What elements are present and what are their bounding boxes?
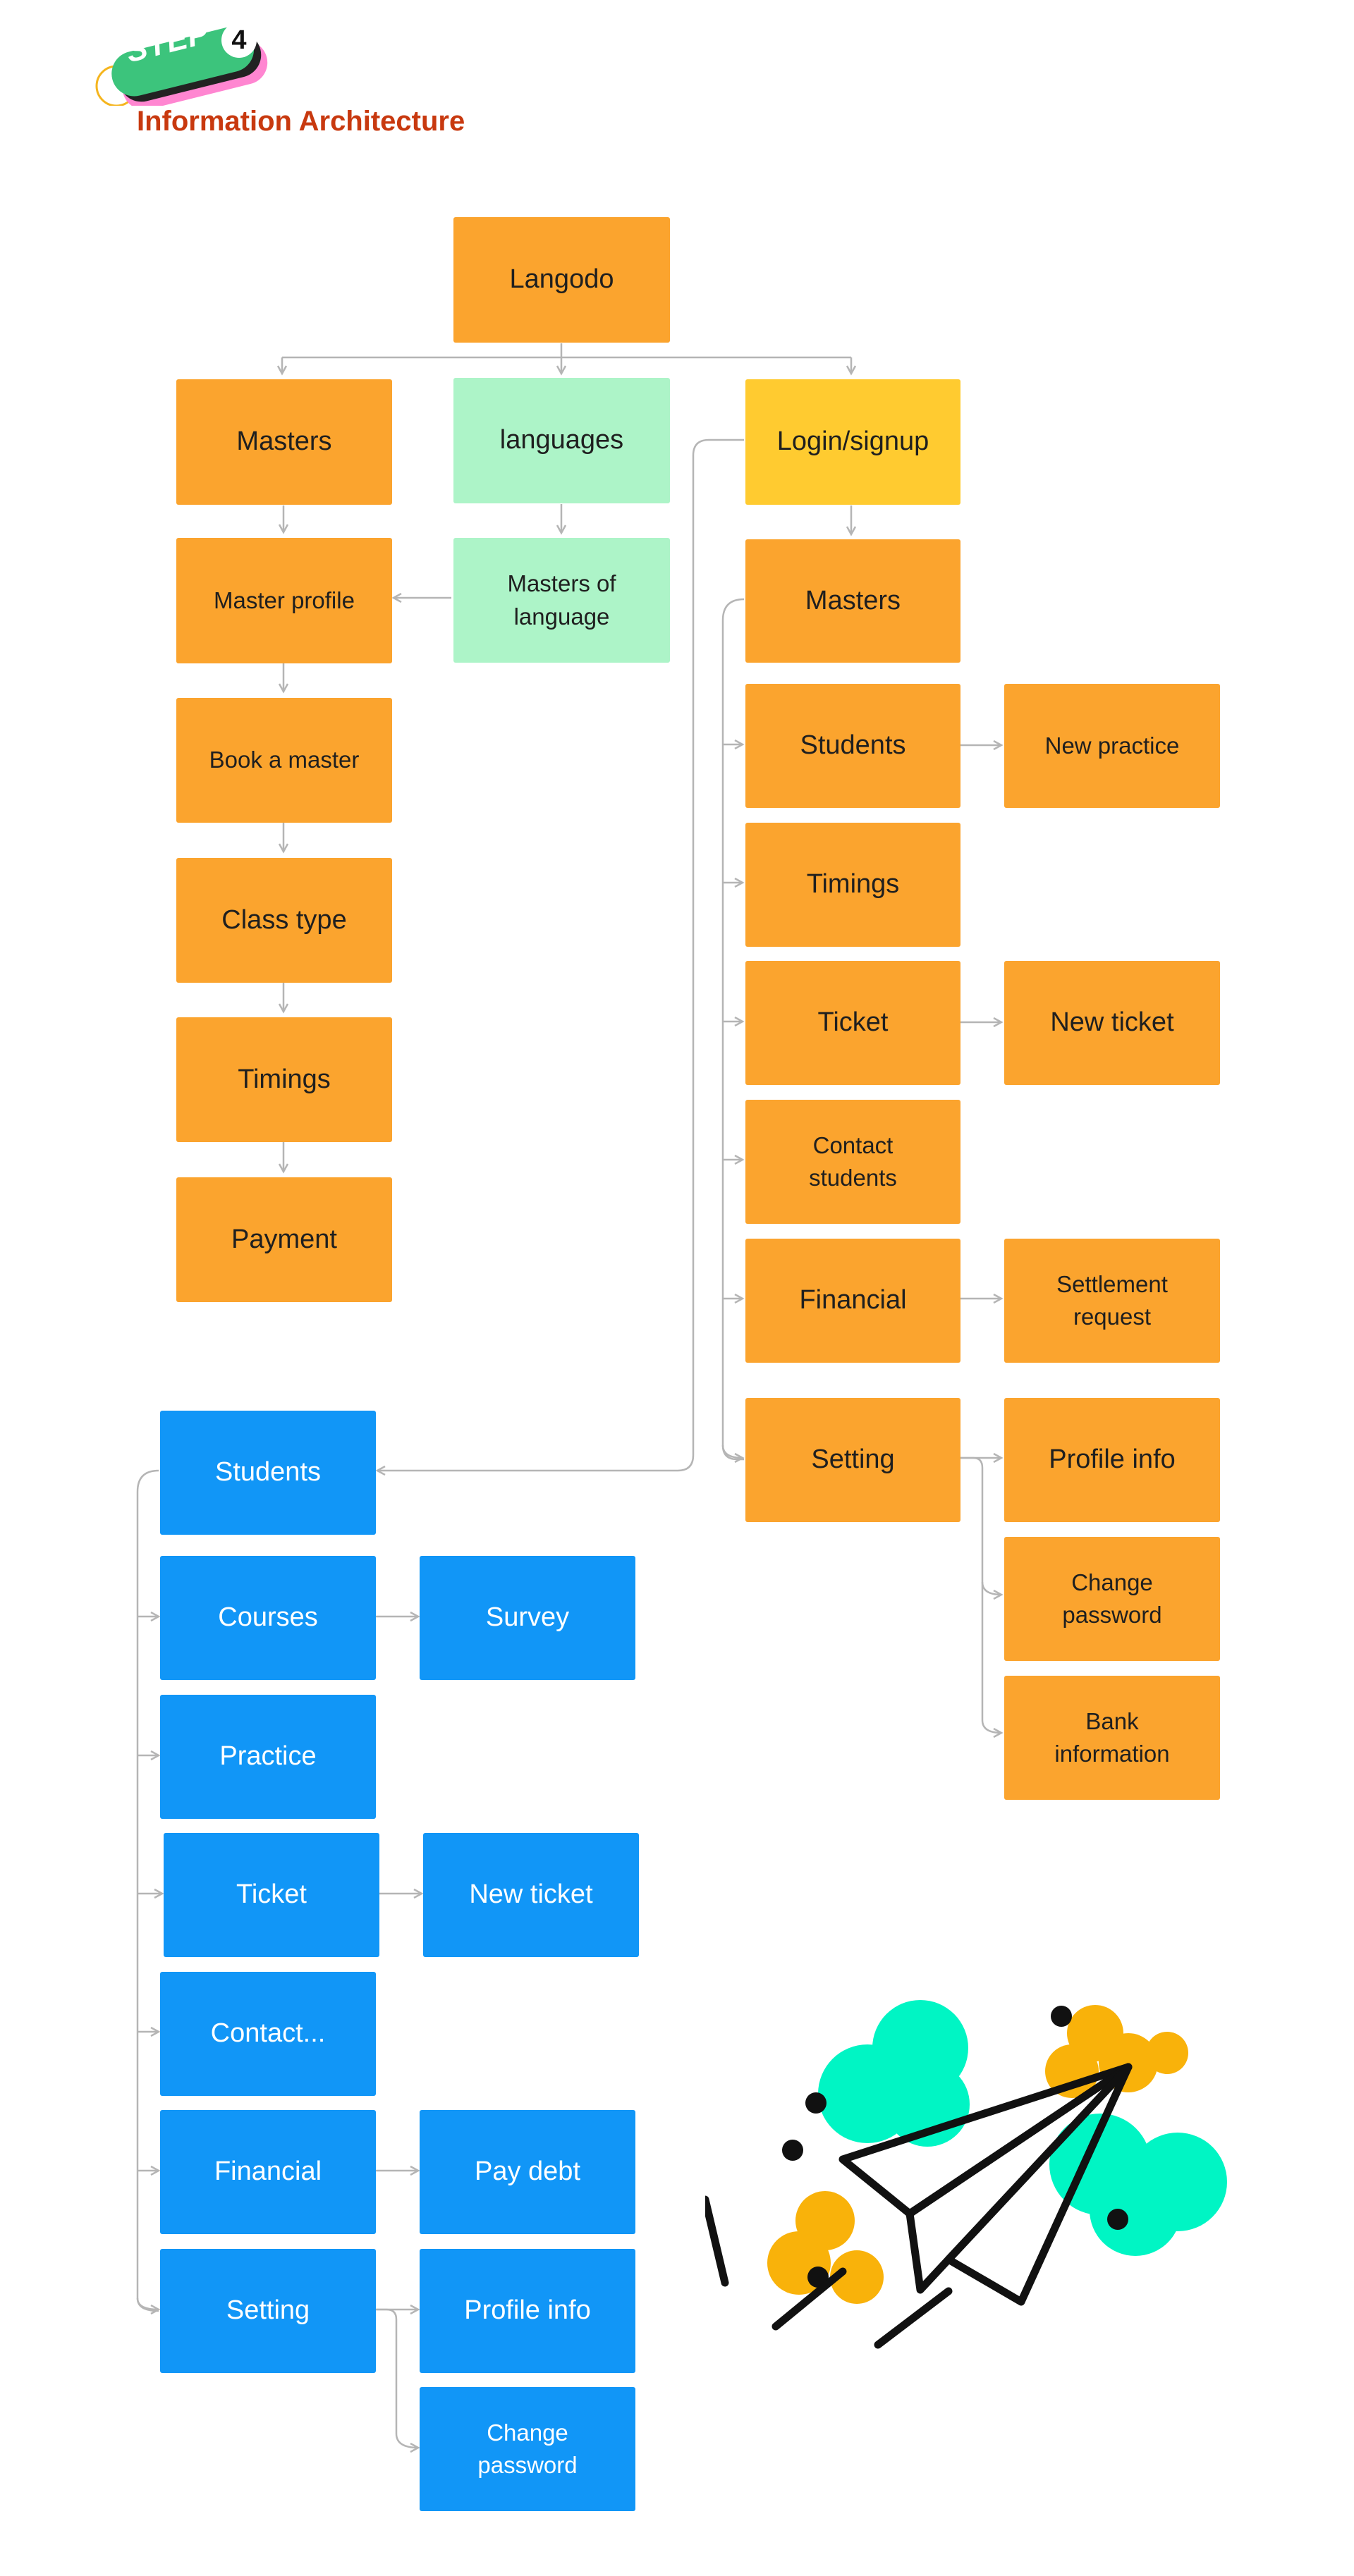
node-book-a-master: Book a master (176, 698, 392, 823)
node-courses: Courses (160, 1556, 376, 1680)
node-student-change-password: Change password (420, 2387, 635, 2511)
node-master-change-password: Change password (1004, 1537, 1220, 1661)
node-contact: Contact... (160, 1972, 376, 2096)
node-timings: Timings (176, 1017, 392, 1142)
node-master-financial: Financial (745, 1239, 960, 1363)
paper-plane-icon (705, 2000, 1227, 2349)
node-student-ticket: Ticket (164, 1833, 379, 1957)
step-badge-number: 4 (221, 23, 257, 58)
node-settlement-request: Settlement request (1004, 1239, 1220, 1363)
node-login-signup: Login/signup (745, 379, 960, 505)
page-title: Information Architecture (137, 106, 465, 137)
root-node-langodo: Langodo (453, 217, 670, 343)
node-master-ticket: Ticket (745, 961, 960, 1085)
node-masters-of-language: Masters of language (453, 538, 670, 663)
node-contact-students: Contact students (745, 1100, 960, 1224)
node-student-financial: Financial (160, 2110, 376, 2234)
node-student-setting: Setting (160, 2249, 376, 2373)
node-master-profile-info: Profile info (1004, 1398, 1220, 1522)
node-class-type: Class type (176, 858, 392, 983)
node-master-profile: Master profile (176, 538, 392, 663)
node-students-role: Students (160, 1411, 376, 1535)
node-masters-role: Masters (745, 539, 960, 663)
node-student-new-ticket: New ticket (423, 1833, 639, 1957)
node-student-profile-info: Profile info (420, 2249, 635, 2373)
node-new-practice: New practice (1004, 684, 1220, 808)
node-payment: Payment (176, 1177, 392, 1302)
node-master-new-ticket: New ticket (1004, 961, 1220, 1085)
node-master-students: Students (745, 684, 960, 808)
node-bank-information: Bank information (1004, 1676, 1220, 1800)
node-languages: languages (453, 378, 670, 503)
node-master-setting: Setting (745, 1398, 960, 1522)
node-masters: Masters (176, 379, 392, 505)
node-pay-debt: Pay debt (420, 2110, 635, 2234)
node-survey: Survey (420, 1556, 635, 1680)
node-practice: Practice (160, 1695, 376, 1819)
node-master-timings: Timings (745, 823, 960, 947)
